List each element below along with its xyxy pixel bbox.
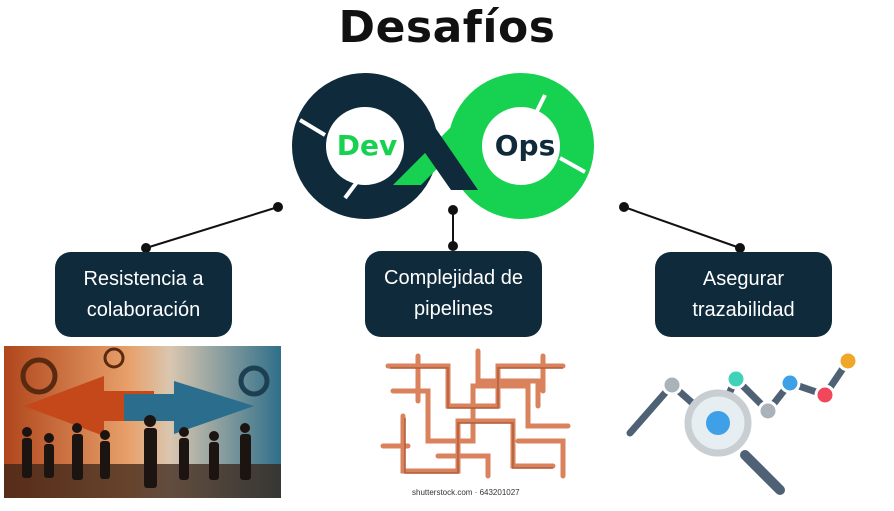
connector-right	[623, 206, 741, 249]
connector-dot	[735, 243, 745, 253]
pipelines-image	[378, 346, 574, 486]
connectors	[141, 202, 745, 253]
connector-left	[145, 206, 279, 249]
challenge-label: Asegurar	[702, 267, 785, 290]
challenge-label: pipelines	[414, 298, 493, 320]
challenge-box-pipelines: Complejidad de pipelines	[365, 251, 542, 337]
logo-ops-text: Ops	[495, 129, 556, 162]
connector-dot	[619, 202, 629, 212]
challenge-label: Complejidad de	[384, 267, 523, 289]
connector-dot	[141, 243, 151, 253]
challenge-label: Resistencia a	[83, 267, 204, 290]
connector-dot	[448, 205, 458, 215]
collaboration-image	[4, 346, 281, 498]
traceability-image	[620, 345, 890, 497]
challenge-box-collaboration: Resistencia a colaboración	[55, 252, 232, 337]
logo-dev-text: Dev	[337, 129, 397, 162]
challenge-label: colaboración	[86, 298, 201, 321]
connector-dot	[448, 241, 458, 251]
challenge-label: trazabilidad	[692, 298, 795, 321]
devops-logo: Dev Ops	[292, 73, 594, 219]
challenge-box-traceability: Asegurar trazabilidad	[655, 252, 832, 337]
page-title: Desafíos	[338, 2, 556, 53]
stock-caption: shutterstock.com · 643201027	[412, 488, 520, 497]
connector-dot	[273, 202, 283, 212]
